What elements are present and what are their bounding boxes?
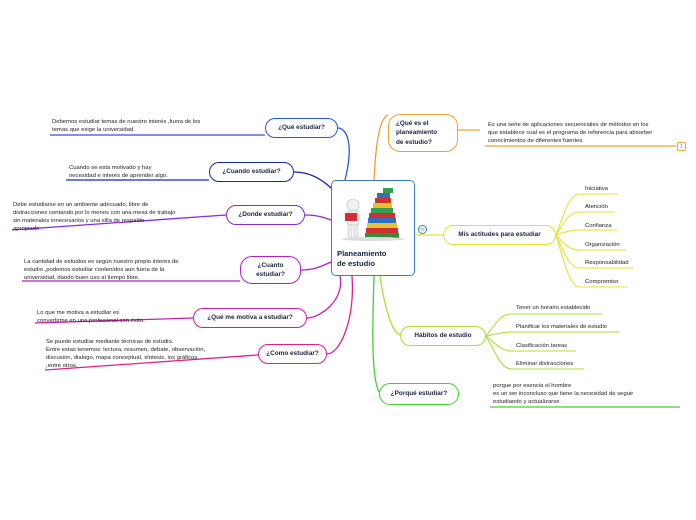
- node-como-estudiar[interactable]: ¿Como estudiar?: [258, 344, 327, 364]
- node-cuanto-estudiar[interactable]: ¿Cuanto estudiar?: [240, 256, 301, 284]
- node-label: Mis actitudes para estudiar: [458, 230, 540, 239]
- books-and-reader-illustration: [335, 185, 411, 243]
- actitud-item: Confianza: [585, 223, 612, 229]
- connector-donde-estudiar: [305, 215, 331, 220]
- node-label: ¿Donde estudiar?: [238, 210, 292, 219]
- link-icon[interactable]: ∞: [418, 225, 427, 234]
- actitud-item: Iniciativa: [585, 186, 608, 192]
- habito-item: Clasificación tareas: [516, 343, 567, 349]
- node-que-estudiar[interactable]: ¿Qué estudiar?: [265, 118, 338, 138]
- leaf-cuando-estudiar: Cuando se esta motivado y hay necesidad …: [69, 165, 209, 181]
- connector-habitos: [380, 276, 400, 335]
- fan-actitudes-3: [556, 230, 580, 235]
- leaf-donde-estudiar: Debe estudiarse en un ambiente adecuado,…: [13, 202, 225, 234]
- habito-item: Eliminar distracciones: [516, 361, 573, 367]
- fan-habitos-4: [486, 336, 512, 369]
- node-habitos[interactable]: Hábitos de estudio: [400, 326, 486, 346]
- leaf-que-estudiar: Debemos estudiar temas de nuestro interé…: [52, 119, 267, 135]
- central-title: Planeamiento de estudio: [337, 249, 386, 270]
- node-label: ¿Qué estudiar?: [278, 123, 325, 132]
- connector-cuanto-estudiar: [301, 262, 331, 270]
- connector-porque: [373, 276, 379, 392]
- actitud-item: Compromiso: [585, 279, 618, 285]
- node-porque-estudiar[interactable]: ¿Porqué estudiar?: [379, 383, 459, 405]
- note-badge-icon[interactable]: 1: [677, 142, 686, 151]
- node-label: ¿Porqué estudiar?: [391, 389, 447, 398]
- node-donde-estudiar[interactable]: ¿Donde estudiar?: [226, 205, 305, 225]
- node-label: ¿Cuando estudiar?: [222, 167, 280, 176]
- leaf-motiva-estudiar: Lo que me motiva a estudiar es convertir…: [37, 310, 187, 326]
- node-label: ¿Cuanto estudiar?: [256, 261, 285, 280]
- leaf-porque-estudiar: porque por esencia el hombre es un ser i…: [493, 383, 678, 407]
- actitud-item: Atención: [585, 204, 608, 210]
- connector-motiva: [307, 276, 341, 318]
- node-motiva-estudiar[interactable]: ¿Qué me motiva a estudiar?: [193, 308, 307, 328]
- node-que-es-planeamiento[interactable]: ¿Qué es el planeamiento de estudio?: [388, 114, 458, 152]
- node-actitudes[interactable]: Mis actitudes para estudiar: [443, 225, 556, 245]
- node-label: ¿Qué me motiva a estudiar?: [207, 313, 293, 322]
- habito-item: Planificar los materiales de estudio: [516, 324, 607, 330]
- central-topic[interactable]: Planeamiento de estudio: [331, 180, 415, 276]
- actitud-item: Organización: [585, 242, 620, 248]
- fan-actitudes-5: [556, 235, 580, 268]
- node-label: Hábitos de estudio: [414, 331, 471, 340]
- connector-que-es: [374, 115, 388, 180]
- fan-habitos-2: [486, 332, 512, 336]
- leaf-que-es-planeamiento: Es una serie de aplicaciones secuenciale…: [488, 122, 678, 146]
- node-label: ¿Como estudiar?: [266, 349, 319, 358]
- actitud-item: Responsabilidad: [585, 260, 629, 266]
- node-cuando-estudiar[interactable]: ¿Cuando estudiar?: [209, 162, 294, 182]
- leaf-como-estudiar: Se puede estudiar mediante técnicas de e…: [46, 339, 256, 371]
- node-label: ¿Qué es el planeamiento de estudio?: [396, 119, 437, 147]
- habito-item: Tener un horario establecido: [516, 305, 590, 311]
- connector-que-estudiar: [338, 128, 349, 180]
- leaf-cuanto-estudiar: La cantidad de estudios es según nuestro…: [24, 259, 236, 283]
